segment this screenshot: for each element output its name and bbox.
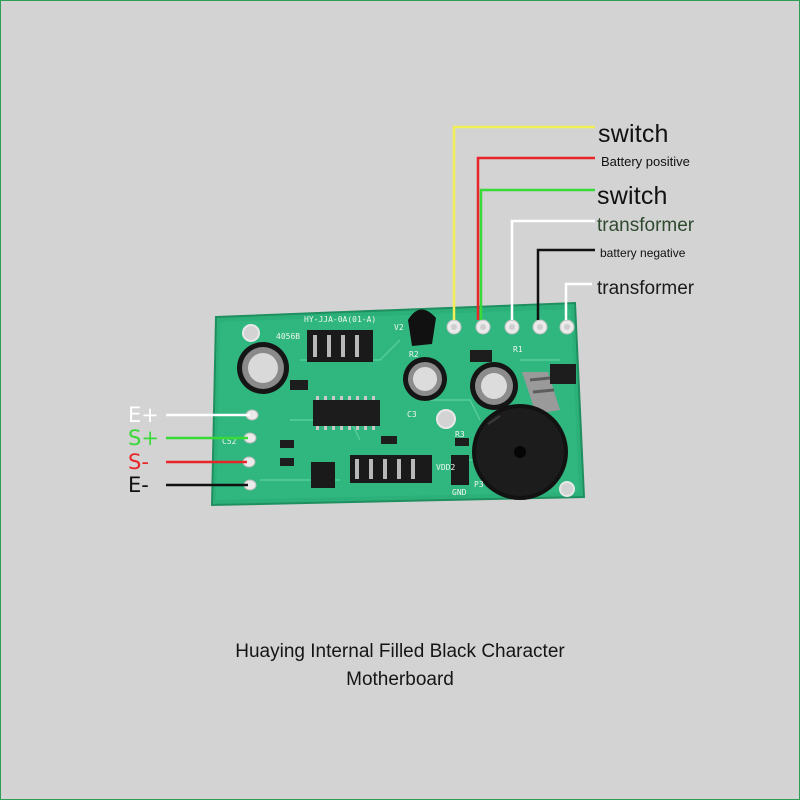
transistor: [408, 309, 436, 346]
capacitor-right: [470, 362, 518, 410]
marking-r2: R2: [409, 350, 419, 359]
wire-switch-green: [479, 188, 595, 320]
marking-v2: V2: [394, 323, 404, 332]
left-pads: [242, 409, 259, 491]
bottom-header: [311, 455, 469, 488]
label-battery-negative: battery negative: [600, 246, 686, 260]
wire-battery-negative: [536, 248, 595, 320]
label-transformer-bottom: transformer: [597, 278, 695, 299]
ic-chip: [313, 400, 380, 426]
label-switch-top: switch: [598, 120, 669, 148]
label-battery-positive: Battery positive: [601, 154, 690, 169]
wire-switch: [452, 125, 595, 320]
smd-components: [280, 350, 576, 466]
marking-chip: 4056B: [276, 332, 300, 341]
capacitor-middle: [403, 357, 447, 401]
marking-model: HY-JJA-0A(01-A): [304, 315, 376, 324]
pin-label-e-minus: E-: [128, 473, 149, 497]
mount-hole: [436, 409, 456, 429]
mount-hole: [559, 481, 575, 497]
marking-gnd: GND: [452, 488, 467, 497]
top-header: [307, 330, 373, 362]
marking-r3: R3: [455, 430, 465, 439]
pin-label-e-plus: E+: [128, 403, 159, 427]
marking-vdd2: VDD2: [436, 463, 455, 472]
mount-hole: [242, 324, 260, 342]
pin-label-s-plus: S+: [128, 426, 159, 450]
marking-c52: C52: [222, 437, 237, 446]
marking-p3: P3: [474, 480, 484, 489]
pin-label-s-minus: S-: [128, 450, 149, 474]
left-wires: [166, 413, 250, 487]
marking-r1: R1: [513, 345, 523, 354]
caption-line-1: Huaying Internal Filled Black Character: [235, 641, 565, 662]
marking-c3: C3: [407, 410, 417, 419]
buzzer: [472, 404, 568, 500]
top-wires: [452, 125, 595, 320]
capacitor-left: [237, 342, 289, 394]
caption-line-2: Motherboard: [346, 669, 454, 690]
top-pads: [446, 319, 575, 335]
caption: Huaying Internal Filled Black Character …: [0, 638, 800, 694]
label-switch-second: switch: [597, 182, 668, 210]
wire-transformer-top: [510, 219, 595, 320]
circuit-board: HY-JJA-0A(01-A) 4056B V2 R1 R2 R3 C3 C52…: [210, 301, 586, 507]
label-transformer-top: transformer: [597, 215, 695, 236]
wire-transformer-bottom: [564, 282, 592, 320]
wire-battery-positive: [476, 156, 595, 320]
